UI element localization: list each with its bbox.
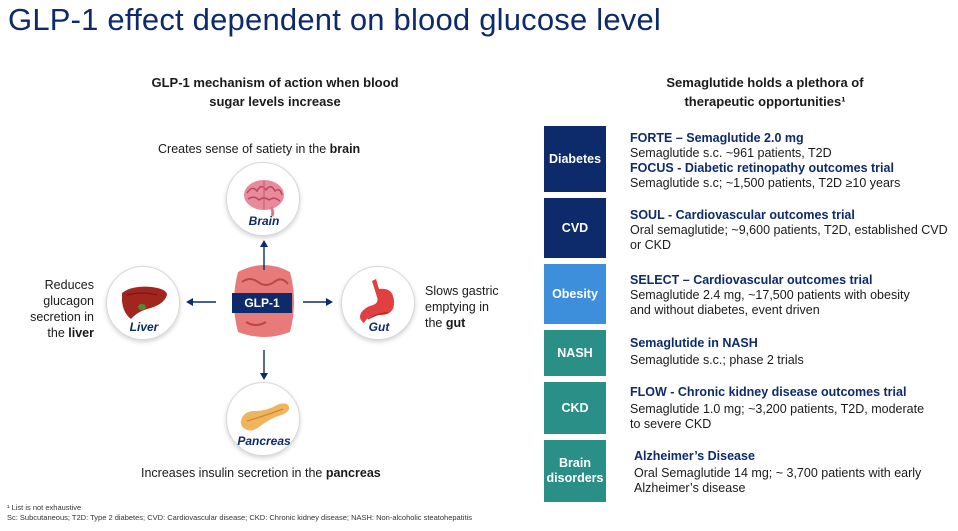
liver-caption: Reduces glucagon secretion in the liver	[30, 278, 94, 340]
entry-cvd: SOUL - Cardiovascular outcomes trial Ora…	[630, 208, 948, 252]
brain-label: Brain	[248, 214, 280, 228]
liver-icon	[122, 286, 167, 319]
liver-circle: Liver	[106, 266, 180, 340]
brain-icon	[244, 180, 284, 217]
category-cvd: CVD	[544, 198, 606, 258]
category-obesity: Obesity	[544, 264, 606, 324]
mechanism-subtitle-line1: GLP-1 mechanism of action when blood	[151, 75, 399, 90]
opportunities-subtitle-line1: Semaglutide holds a plethora of	[666, 75, 864, 90]
entry-diabetes: FORTE – Semaglutide 2.0 mg Semaglutide s…	[630, 131, 901, 190]
category-diabetes: Diabetes	[544, 126, 606, 192]
opportunities-subtitle-line2: therapeutic opportunities¹	[684, 94, 846, 109]
mechanism-subtitle: GLP-1 mechanism of action when blood sug…	[130, 73, 420, 111]
entry-brain-disorders: Alzheimer’s Disease Oral Semaglutide 14 …	[634, 449, 922, 495]
gut-circle: Gut	[341, 266, 415, 340]
pancreas-icon	[240, 403, 290, 431]
pancreas-circle: Pancreas	[226, 382, 300, 456]
entry-ckd: FLOW - Chronic kidney disease outcomes t…	[630, 385, 925, 431]
stomach-icon	[360, 279, 395, 323]
arrow-up-icon	[260, 240, 268, 270]
mechanism-subtitle-line2: sugar levels increase	[209, 94, 341, 109]
liver-label: Liver	[129, 320, 159, 334]
category-brain-disorders: Brain disorders	[544, 440, 606, 502]
arrow-right-icon	[303, 298, 333, 306]
arrow-down-icon	[260, 350, 268, 380]
page-title: GLP-1 effect dependent on blood glucose …	[8, 2, 662, 37]
footnote-1: ¹ List is not exhaustive	[7, 503, 82, 512]
entry-nash: Semaglutide in NASH Semaglutide s.c.; ph…	[630, 336, 804, 367]
pancreas-caption: Increases insulin secretion in the pancr…	[141, 466, 381, 480]
category-ckd: CKD	[544, 382, 606, 434]
gut-label: Gut	[368, 320, 390, 334]
footnote-abbreviations: Sc: Subcutaneous; T2D: Type 2 diabetes; …	[7, 513, 472, 522]
category-nash: NASH	[544, 330, 606, 376]
brain-circle: Brain	[226, 162, 300, 236]
entry-obesity: SELECT – Cardiovascular outcomes trial S…	[630, 273, 910, 317]
brain-caption: Creates sense of satiety in the brain	[158, 142, 361, 156]
arrow-left-icon	[186, 298, 216, 306]
opportunities-subtitle: Semaglutide holds a plethora of therapeu…	[610, 73, 920, 111]
gut-caption: Slows gastric emptying in the gut	[425, 284, 499, 330]
pancreas-label: Pancreas	[237, 434, 291, 448]
glp1-label: GLP-1	[232, 293, 292, 313]
